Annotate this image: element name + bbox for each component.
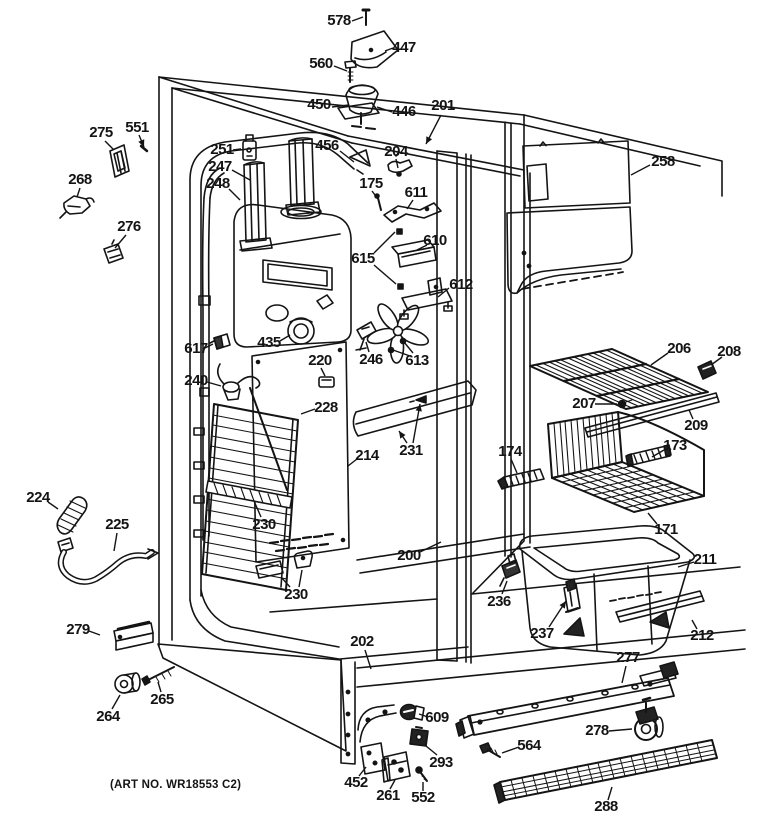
slide-rail-173 xyxy=(625,444,672,467)
bracket-246 xyxy=(355,321,377,351)
left-side-parts xyxy=(56,144,175,694)
freezer-bin-211 xyxy=(518,525,696,656)
trim-bar-212 xyxy=(615,590,705,623)
roller-assembly-278 xyxy=(634,696,664,741)
clip-236 xyxy=(499,553,521,587)
drain-trough-231 xyxy=(352,380,477,437)
grommet-609 xyxy=(399,703,425,721)
plate-452 xyxy=(360,742,386,775)
divider-panel xyxy=(436,150,472,664)
screw-207 xyxy=(617,399,633,409)
clip-220 xyxy=(318,376,335,388)
top-hinge-parts xyxy=(337,8,413,211)
drawer-rail-277 xyxy=(455,661,679,739)
screw-552 xyxy=(415,766,428,782)
latch-237 xyxy=(563,578,581,613)
defrost-heater-230 xyxy=(205,480,313,579)
wire-shelf-206 xyxy=(529,348,709,410)
refrigerant-tubes xyxy=(198,167,225,541)
kickplate-grille-288 xyxy=(493,739,718,804)
evaporator-cover xyxy=(233,137,352,348)
thermostat-240 xyxy=(216,363,288,491)
brackets-610-611-612-615 xyxy=(383,202,453,320)
access-cover-258 xyxy=(506,138,633,295)
cabinet-outline xyxy=(158,76,746,688)
clip-617 xyxy=(209,333,231,350)
slide-rail-174 xyxy=(497,468,545,490)
freezer-liner xyxy=(189,131,371,660)
art-number: (ART NO. WR18553 C2) xyxy=(110,779,242,791)
screw-564 xyxy=(479,742,501,758)
bracket-261 xyxy=(381,751,411,783)
trim-bar-209 xyxy=(584,392,720,438)
defrost-thermostat-251 xyxy=(242,134,257,161)
bottom-front-panel xyxy=(157,643,397,765)
wire-basket-171 xyxy=(547,411,705,513)
